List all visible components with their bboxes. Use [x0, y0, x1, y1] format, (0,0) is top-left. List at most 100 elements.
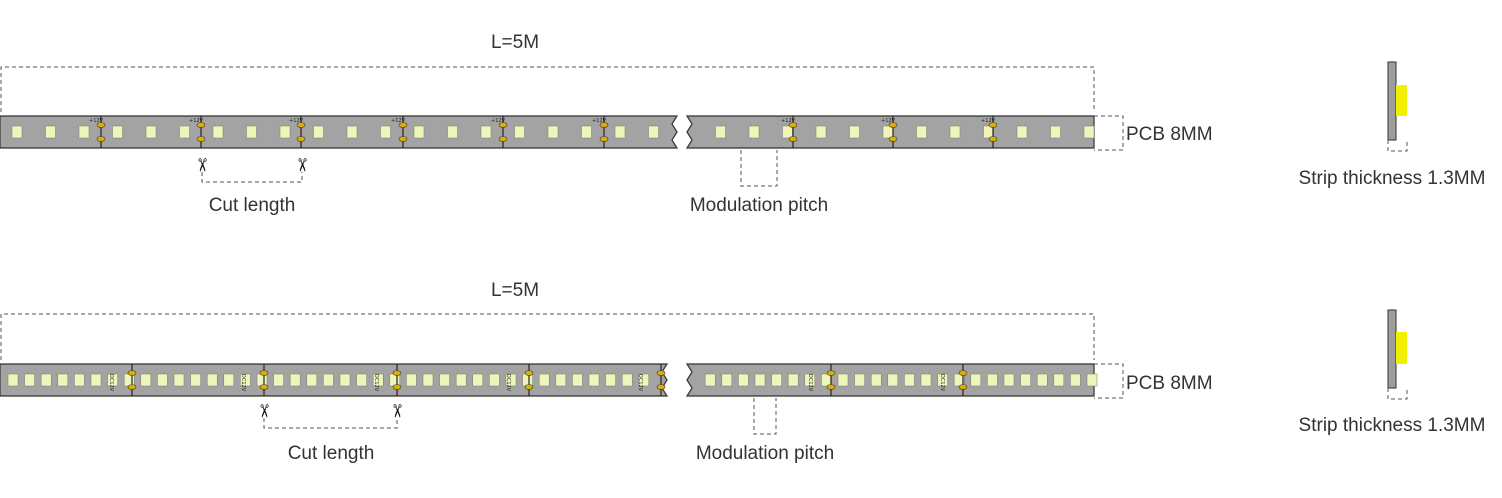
led-chip [90, 373, 102, 387]
led-chip [112, 125, 123, 139]
led-chip [1003, 373, 1015, 387]
solder-pad [127, 370, 137, 376]
led-chip [212, 125, 224, 139]
led-chip [949, 125, 961, 139]
pcb-width-bracket [1094, 363, 1124, 399]
led-chip [555, 373, 567, 387]
led-chip [40, 373, 52, 387]
led-chip [480, 125, 492, 139]
led-chip [605, 373, 616, 387]
segment-marking: DC12V [939, 374, 945, 392]
led-chip [522, 373, 533, 387]
cut-length-label: Cut length [209, 195, 296, 216]
led-chip [289, 373, 301, 387]
solder-pad [888, 122, 898, 128]
led-chip [323, 373, 334, 387]
solder-pad [826, 384, 836, 390]
led-chip [74, 373, 85, 387]
led-chip [581, 125, 592, 139]
solder-pad [392, 384, 402, 390]
led-chip [1050, 125, 1061, 139]
strip-profile [1387, 309, 1408, 400]
led-chip [372, 373, 384, 387]
segment-marking: DC12V [637, 374, 643, 392]
scissors-icon: ✂ [387, 403, 407, 418]
led-chip [356, 373, 367, 387]
led-chip [1053, 373, 1065, 387]
led-chip [1086, 373, 1098, 387]
segment-marking: +12V [781, 118, 796, 124]
length-dimension-line [0, 313, 1095, 360]
solder-pad [259, 384, 269, 390]
led-chip [1016, 125, 1028, 139]
modulation-pitch-label: Modulation pitch [696, 443, 834, 464]
solder-pad [392, 370, 402, 376]
led-chip [754, 373, 766, 387]
led-chip [514, 125, 525, 139]
segment-marking: +12V [491, 118, 506, 124]
led-chip [721, 373, 733, 387]
solder-pad [96, 122, 106, 128]
led-chip [937, 373, 948, 387]
led-row [7, 373, 1098, 387]
led-chip [422, 373, 434, 387]
scissors-icon: ✂ [192, 157, 212, 172]
led-chip [887, 373, 899, 387]
solder-pad [958, 384, 968, 390]
led-chip [7, 373, 19, 387]
pcb-strip-left [0, 115, 679, 149]
led-chip [140, 373, 152, 387]
led-chip [538, 373, 550, 387]
thickness-bracket [1387, 388, 1408, 400]
led-chip [904, 373, 915, 387]
solder-pad [988, 136, 998, 142]
led-chip [588, 373, 600, 387]
led-chip [821, 373, 832, 387]
solder-pad [599, 122, 609, 128]
led-chip [313, 125, 324, 139]
led-chip [173, 373, 185, 387]
led-chip [157, 373, 168, 387]
cut-point-row: +12V+12V+12V+12V+12V+12V+12V+12V+12V [89, 116, 998, 148]
led-chip [380, 125, 391, 139]
thickness-label: Strip thickness 1.3MM [1299, 168, 1486, 189]
solder-pad [296, 122, 306, 128]
pcb-width-bracket [1094, 115, 1124, 151]
solder-pad [656, 370, 666, 376]
led-chip [854, 373, 865, 387]
led-chip [882, 125, 894, 139]
led-chip [256, 373, 268, 387]
profile-led [1396, 332, 1407, 364]
led-chip [447, 125, 458, 139]
solder-pad [296, 136, 306, 142]
modulation-pitch-bracket [740, 150, 778, 187]
led-chip [107, 373, 118, 387]
cut-length-bracket [201, 172, 303, 183]
led-chip [621, 373, 633, 387]
led-chip [11, 125, 23, 139]
solder-pad [826, 370, 836, 376]
led-chip [57, 373, 69, 387]
led-chip [1070, 373, 1081, 387]
segment-marking: +12V [391, 118, 406, 124]
led-chip [1083, 125, 1095, 139]
solder-pad [196, 122, 206, 128]
led-chip [1020, 373, 1031, 387]
led-chip [389, 373, 401, 387]
led-chip [782, 125, 793, 139]
led-chip [78, 125, 90, 139]
led-chip [849, 125, 860, 139]
solder-pad [524, 370, 534, 376]
solder-pad [259, 370, 269, 376]
solder-pad [788, 122, 798, 128]
led-chip [413, 125, 425, 139]
segment-marking: +12V [981, 118, 996, 124]
led-chip [547, 125, 559, 139]
solder-pad [656, 384, 666, 390]
led-chip [472, 373, 484, 387]
led-chip [738, 373, 749, 387]
led-chip [339, 373, 351, 387]
led-chip [223, 373, 235, 387]
led-chip [572, 373, 583, 387]
